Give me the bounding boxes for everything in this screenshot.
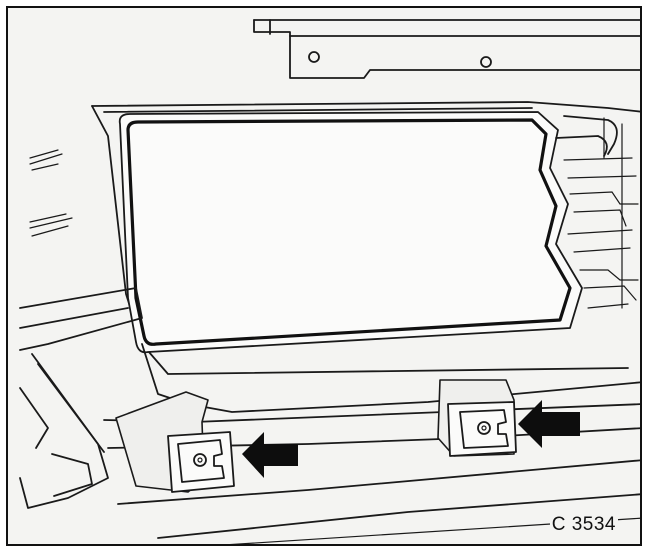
arrow-left-icon <box>518 400 580 448</box>
arrow-right-icon <box>242 432 298 478</box>
mounting-hole-right <box>480 56 492 68</box>
illustration-frame: C 3534 <box>6 6 642 546</box>
upper-bracket <box>253 19 640 79</box>
side-grille <box>555 115 639 309</box>
panel-opening <box>118 111 583 354</box>
mounting-hole-left <box>308 51 320 63</box>
figure-code: C 3534 <box>549 514 618 536</box>
technical-drawing <box>19 19 640 544</box>
left-trim <box>19 149 143 509</box>
left-clip <box>115 391 235 493</box>
right-clip <box>437 379 517 457</box>
